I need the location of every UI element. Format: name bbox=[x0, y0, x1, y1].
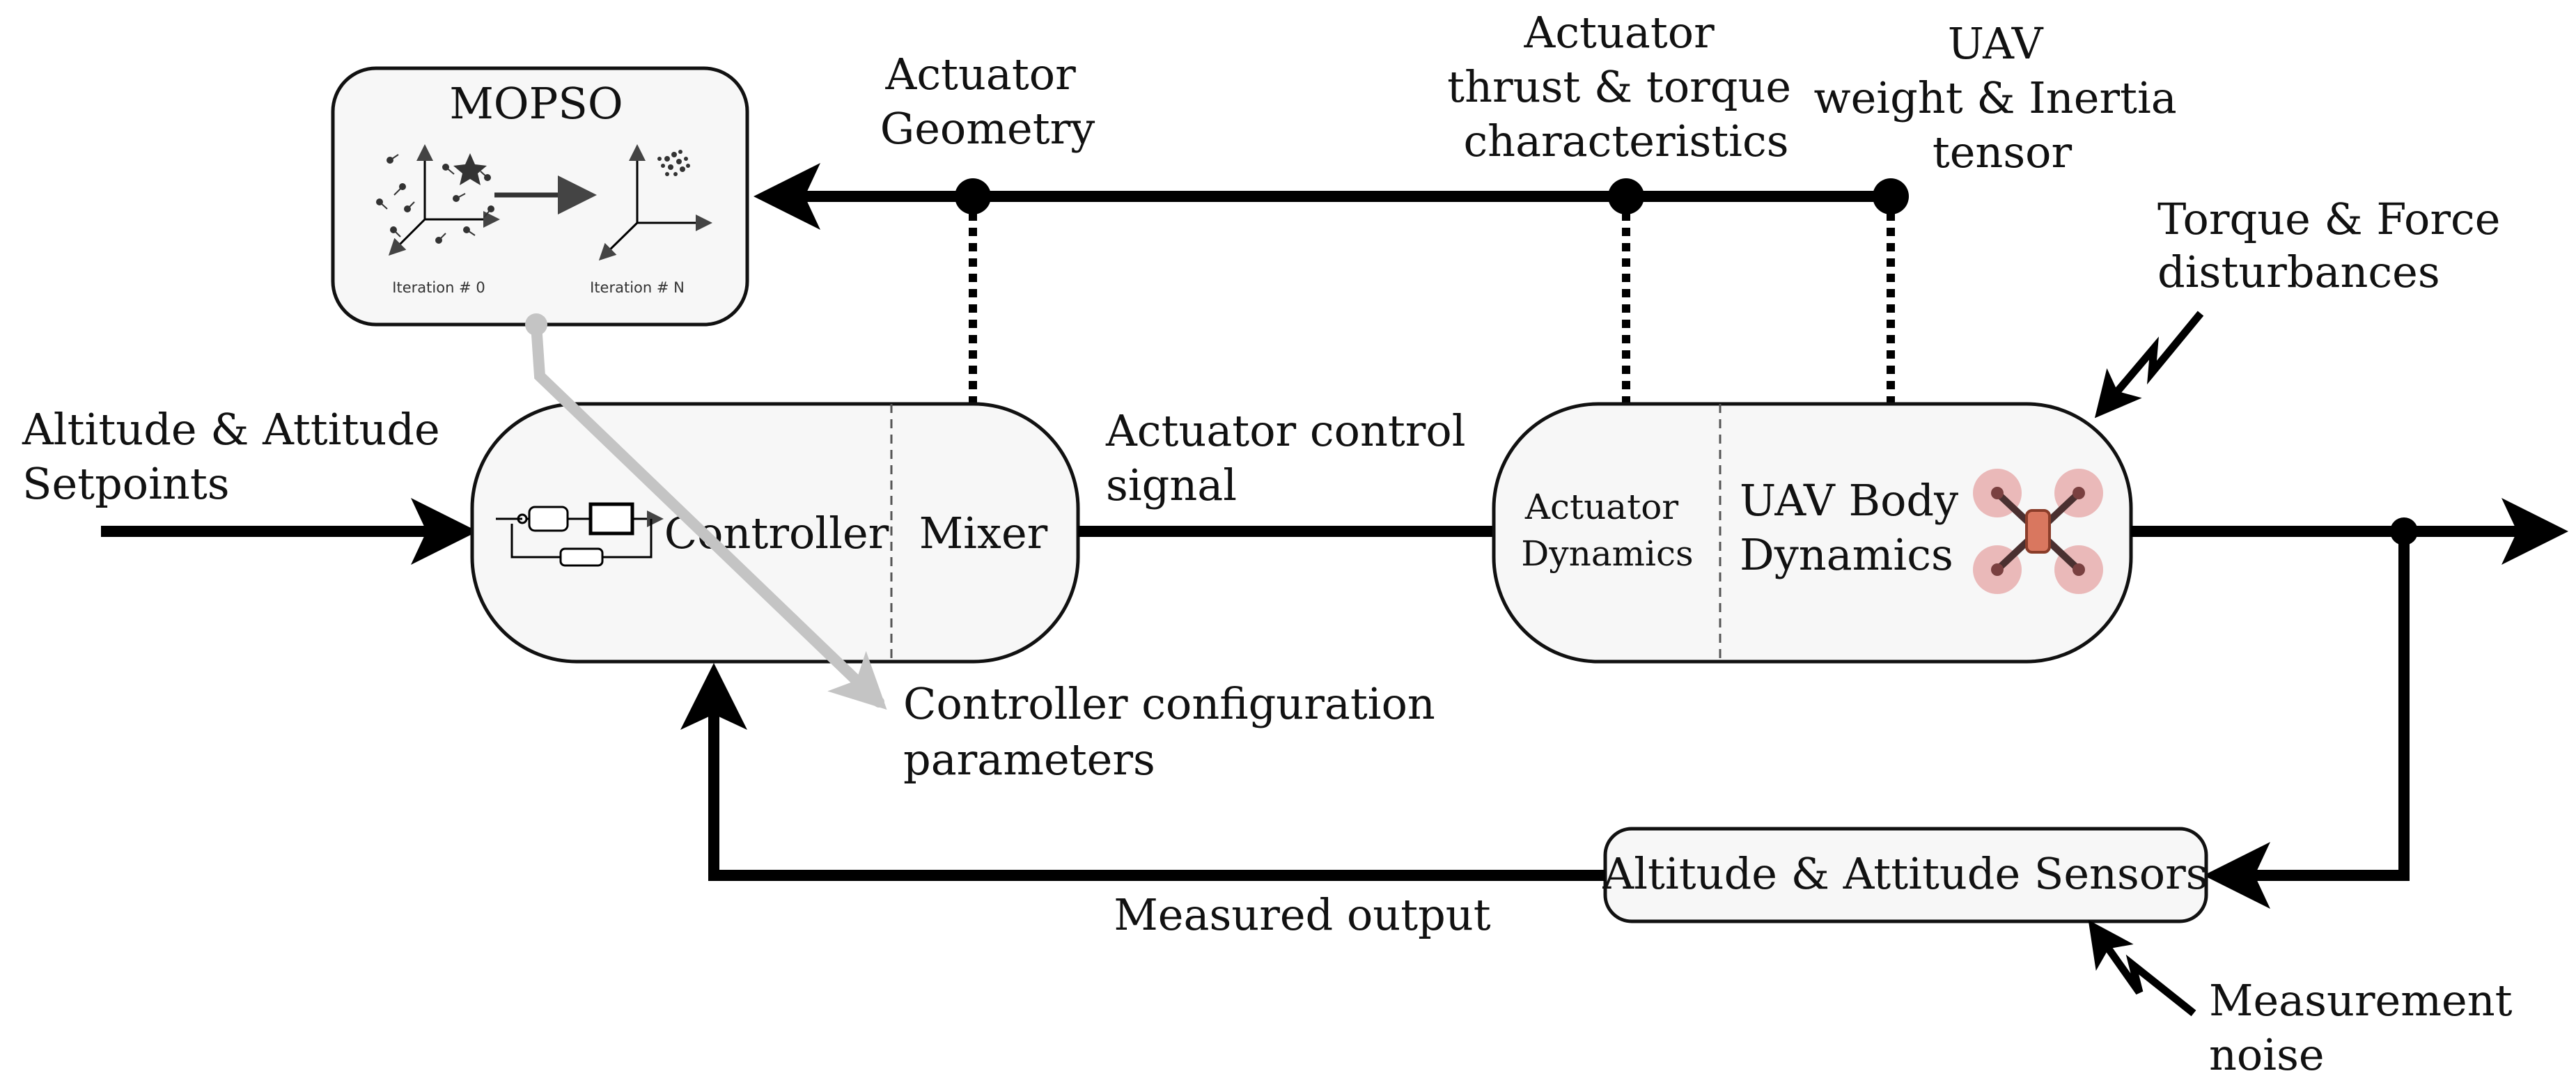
measured-output-label: Measured output bbox=[1114, 889, 1490, 940]
mopso-title: MOPSO bbox=[449, 78, 623, 129]
iteration-start-label: Iteration # 0 bbox=[392, 279, 485, 296]
geometry-junction bbox=[955, 178, 991, 214]
sensors-label: Altitude & Attitude Sensors bbox=[1602, 848, 2208, 899]
uav-weight-label: UAV weight & Inertia tensor bbox=[1814, 18, 2191, 178]
measured-output-wire bbox=[680, 663, 1605, 881]
plant-block[interactable]: Actuator Dynamics UAV Body Dynamics bbox=[1492, 402, 2133, 664]
weight-junction bbox=[1873, 178, 1909, 214]
setpoints-label: Altitude & Attitude Setpoints bbox=[22, 404, 453, 509]
particle-swarm-icon bbox=[376, 144, 712, 261]
torque-force-label: Torque & Force disturbances bbox=[2157, 194, 2514, 297]
sensor-feed-wire bbox=[2203, 531, 2410, 909]
controller-mixer-block[interactable]: Controller Mixer bbox=[470, 402, 1080, 664]
actuator-geometry-label: Actuator Geometry bbox=[880, 49, 1095, 154]
actuator-dynamics-label: Actuator Dynamics bbox=[1521, 487, 1693, 574]
measurement-noise-label: Measurement noise bbox=[2209, 975, 2526, 1080]
controller-config-label: Controller configuration parameters bbox=[903, 678, 1449, 785]
quadcopter-icon bbox=[1973, 469, 2103, 594]
mixer-label: Mixer bbox=[919, 508, 1048, 559]
noise-lightning-icon bbox=[2088, 920, 2196, 1017]
uav-body-dynamics-label: UAV Body Dynamics bbox=[1740, 475, 1972, 580]
parameter-bus bbox=[754, 163, 1909, 404]
thrust-junction bbox=[1608, 178, 1644, 214]
sensors-block[interactable]: Altitude & Attitude Sensors bbox=[1602, 827, 2208, 923]
actuator-control-label: Actuator control signal bbox=[1105, 405, 1479, 510]
controller-loop-icon bbox=[496, 502, 664, 567]
mopso-block[interactable]: MOPSO bbox=[331, 66, 749, 327]
thrust-torque-label: Actuator thrust & torque characteristics bbox=[1447, 7, 1805, 166]
controller-config-arrow bbox=[531, 319, 887, 710]
iteration-end-label: Iteration # N bbox=[590, 279, 685, 296]
torque-disturbance-lightning-icon bbox=[2094, 311, 2204, 419]
